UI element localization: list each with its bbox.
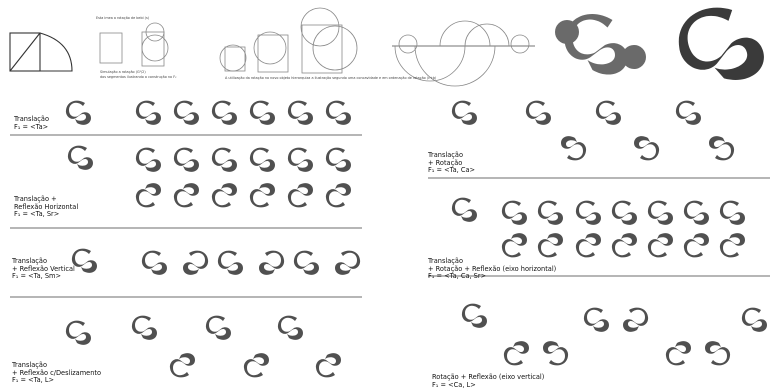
large-motif-group <box>555 0 769 93</box>
frieze-motif <box>676 101 701 125</box>
frieze-motif <box>502 201 527 225</box>
sketch-note-mid: Simulação a rotação (G²/2) <box>100 70 146 74</box>
frieze-motif <box>250 148 275 172</box>
motif-sample <box>452 101 477 125</box>
frieze-motif <box>174 148 199 172</box>
construction-sketches-left <box>10 8 357 73</box>
frieze-motif <box>288 101 313 125</box>
frieze-motif-glided <box>170 353 195 377</box>
frieze-motif-rotated <box>666 341 691 365</box>
frieze-motif <box>612 201 637 225</box>
frieze-motif <box>218 251 243 275</box>
frieze-motif <box>183 251 208 275</box>
frieze-motif-rotated <box>634 136 659 160</box>
motif-layer <box>66 101 767 378</box>
frieze-motif-reflected <box>212 183 237 207</box>
frieze-motif-mirrored <box>623 308 648 332</box>
frieze-motif <box>250 101 275 125</box>
frieze-motif-reflected <box>684 233 709 257</box>
motif-sample <box>452 198 477 222</box>
frieze-motif <box>596 101 621 125</box>
frieze-motif-rotated <box>504 341 529 365</box>
frieze-motif-rotated <box>561 136 586 160</box>
frieze-motif-rotated <box>543 341 568 365</box>
sketch-note-top: Esta imea a rotação de bebi (s) <box>96 16 149 20</box>
frieze-motif <box>742 308 767 332</box>
frieze-motif <box>576 201 601 225</box>
frieze-motif <box>684 201 709 225</box>
frieze-motif <box>294 251 319 275</box>
frieze-motif <box>648 201 673 225</box>
frieze-motif-reflected <box>502 233 527 257</box>
frieze-motif <box>212 101 237 125</box>
frieze-motif-reflected <box>648 233 673 257</box>
frieze-motif-glided <box>316 353 341 377</box>
frieze-motif-reflected <box>136 183 161 207</box>
row-label-translation-rotation-reflection: Translação+ Rotação + Reflexão (eixo hor… <box>428 258 556 281</box>
motif-sample <box>66 321 91 345</box>
frieze-motif-reflected <box>576 233 601 257</box>
frieze-motif-reflected <box>612 233 637 257</box>
row-label-rotation-vertical-reflection: Rotação + Reflexão (eixo vertical)F₁ = <… <box>432 374 544 389</box>
sketch-note-mid2: dos segmentos ilustrando a construção no… <box>100 75 177 79</box>
frieze-motif <box>526 101 551 125</box>
frieze-motif <box>335 251 360 275</box>
motif-sample <box>462 304 487 328</box>
frieze-motif-reflected <box>174 183 199 207</box>
frieze-motif <box>720 201 745 225</box>
frieze-motif <box>326 101 351 125</box>
sketch-note-bottom: A utilização da rotação no novo objeto h… <box>225 76 436 80</box>
frieze-motif <box>326 148 351 172</box>
frieze-motif-reflected <box>326 183 351 207</box>
frieze-motif-reflected <box>538 233 563 257</box>
frieze-motif-reflected <box>250 183 275 207</box>
frieze-motif-glided <box>244 353 269 377</box>
frieze-motif <box>538 201 563 225</box>
frieze-motif-rotated <box>709 136 734 160</box>
frieze-motif <box>142 251 167 275</box>
frieze-motif <box>259 251 284 275</box>
motif-sample <box>66 101 91 125</box>
frieze-motif <box>174 101 199 125</box>
motif-sample <box>72 249 97 273</box>
frieze-motif <box>584 308 609 332</box>
frieze-motif <box>132 316 157 340</box>
frieze-motif-reflected <box>288 183 313 207</box>
frieze-motif <box>212 148 237 172</box>
frieze-motif <box>288 148 313 172</box>
frieze-motif-rotated <box>705 341 730 365</box>
frieze-motif <box>206 316 231 340</box>
frieze-motif <box>136 101 161 125</box>
frieze-motif-reflected <box>720 233 745 257</box>
motif-sample <box>68 146 93 170</box>
frieze-motif <box>278 316 303 340</box>
frieze-motif <box>136 148 161 172</box>
